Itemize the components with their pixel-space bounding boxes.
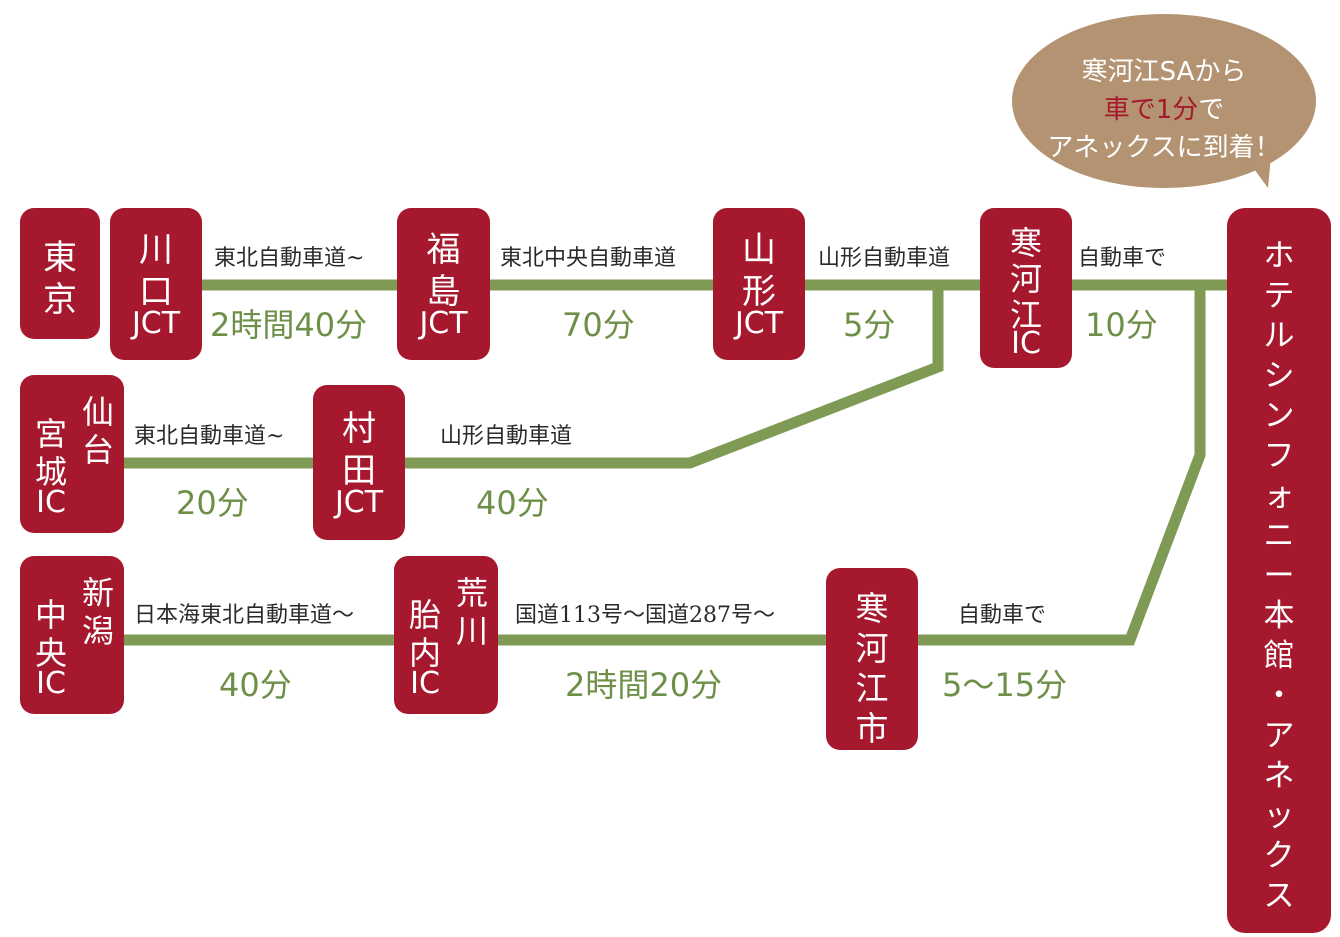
segment-time-niigata-arakawa: 40分 — [219, 666, 292, 704]
segment-road-kawaguchi-fukushima: 東北自動車道~ — [214, 246, 365, 271]
node-yamagata-jct: 山 形 JCT — [713, 208, 805, 360]
segment-time-sendai-murata: 20分 — [176, 484, 249, 522]
segment-road-niigata-arakawa: 日本海東北自動車道～ — [134, 603, 355, 628]
segment-time-murata-yamagata: 40分 — [476, 484, 549, 522]
segment-road-arakawa-sagae-city: 国道113号～国道287号～ — [515, 603, 775, 628]
node-niigata-chuo-ic: 新 潟 中 央 IC — [20, 556, 124, 714]
segment-time-sagae-hotel: 10分 — [1085, 306, 1158, 344]
node-sagae-city: 寒 河 江 市 — [826, 568, 918, 750]
bubble-line-2-suffix: で — [1198, 95, 1225, 125]
segment-road-murata-yamagata: 山形自動車道 — [440, 424, 573, 449]
segment-time-kawaguchi-fukushima: 2時間40分 — [210, 306, 368, 344]
segment-time-arakawa-sagae-city: 2時間20分 — [565, 666, 723, 704]
bubble-line-3: アネックスに到着！ — [1047, 133, 1281, 163]
bubble-line-2: 車で1分で — [1014, 91, 1314, 129]
node-fukushima-jct: 福 島 JCT — [397, 208, 490, 360]
node-kawaguchi-jct: 川 口 JCT — [110, 208, 202, 360]
node-arakawa-tainai-ic: 荒 川 胎 内 IC — [394, 556, 498, 714]
segment-road-yamagata-sagae: 山形自動車道 — [818, 246, 951, 271]
segment-time-yamagata-sagae: 5分 — [843, 306, 896, 344]
node-sagae-ic: 寒 河 江 IC — [980, 208, 1072, 368]
segment-road-sendai-murata: 東北自動車道~ — [134, 424, 285, 449]
segment-time-sagae-city-hotel: 5～15分 — [942, 666, 1068, 704]
segment-road-sagae-hotel: 自動車で — [1078, 246, 1167, 271]
node-hotel-symphony: ホ テ ル シ ン フ ォ ニ ー 本 館 ・ ア ネ ッ ク ス — [1227, 208, 1331, 933]
route-line-bottom — [118, 285, 1206, 646]
node-tokyo: 東 京 — [20, 208, 100, 339]
bubble-line-1: 寒河江SAから — [1081, 57, 1247, 87]
segment-road-sagae-city-hotel: 自動車で — [958, 603, 1047, 628]
node-sendai-miyagi-ic: 仙 台 宮 城 IC — [20, 375, 124, 533]
segment-time-fukushima-yamagata: 70分 — [562, 306, 635, 344]
node-murata-jct: 村 田 JCT — [313, 385, 405, 540]
segment-road-fukushima-yamagata: 東北中央自動車道 — [500, 246, 677, 271]
bubble-highlight: 車で1分 — [1103, 95, 1199, 125]
